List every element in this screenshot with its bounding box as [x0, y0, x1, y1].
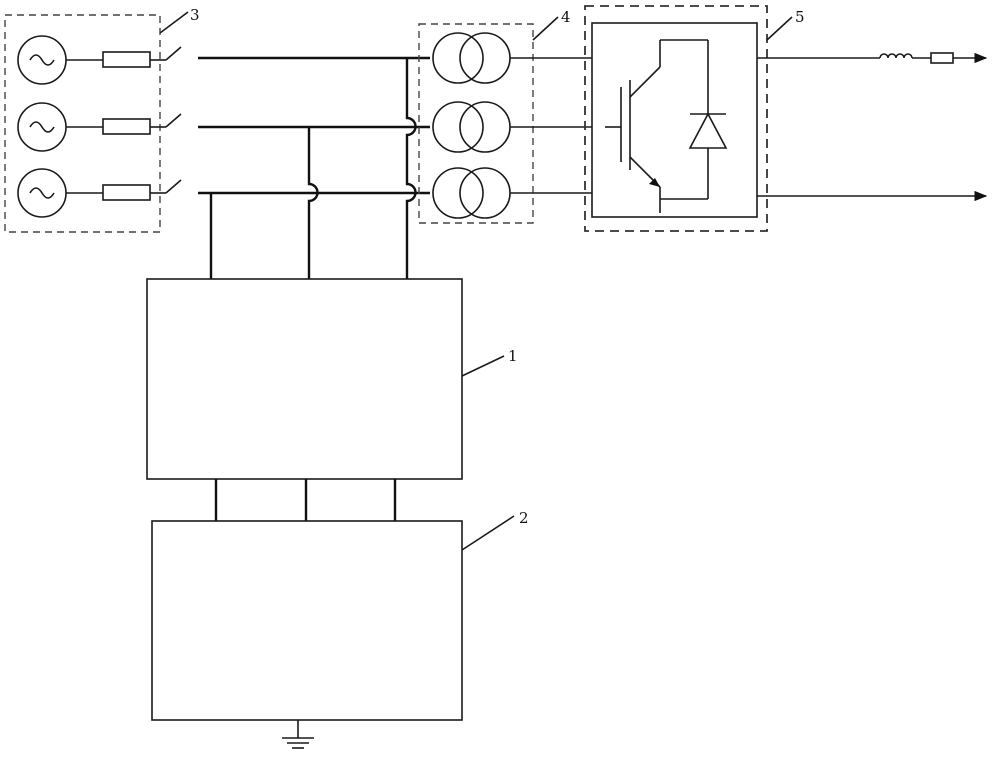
diode-icon [688, 40, 728, 199]
output-line-1 [757, 52, 988, 64]
source-wiring-1 [66, 46, 182, 68]
ac-source-2 [17, 102, 67, 152]
ac-source-3 [17, 168, 67, 218]
sources-group-border [4, 14, 161, 233]
transformer-1 [432, 32, 511, 84]
label-block-1: 1 [508, 347, 518, 365]
label-transformers: 4 [561, 8, 571, 26]
switch-2 [165, 113, 182, 128]
output-resistor [930, 52, 954, 64]
label-1-leader [461, 355, 505, 377]
resistor-1 [102, 51, 151, 68]
switch-3 [165, 179, 182, 194]
ground-icon [282, 720, 314, 749]
converter-box [591, 22, 758, 218]
label-5-leader [766, 16, 793, 41]
tap-line-2 [307, 127, 319, 279]
source-wiring-3 [66, 179, 182, 201]
inductor-icon [879, 53, 913, 59]
label-sources: 3 [190, 6, 200, 24]
transformer-3 [432, 167, 511, 219]
ac-source-1 [17, 35, 67, 85]
resistor-3 [102, 184, 151, 201]
converter-group-border [584, 5, 768, 232]
switch-1 [165, 46, 182, 61]
resistor-2 [102, 118, 151, 135]
tap-line-1 [405, 58, 417, 279]
block-1 [146, 278, 463, 480]
igbt-icon [605, 39, 708, 213]
label-3-leader [159, 11, 189, 34]
label-block-2: 2 [519, 509, 529, 527]
label-converter: 5 [795, 8, 805, 26]
label-4-leader [532, 16, 559, 41]
label-2-leader [461, 515, 515, 551]
source-wiring-2 [66, 113, 182, 135]
block-2 [151, 520, 463, 721]
transformer-2 [432, 101, 511, 153]
